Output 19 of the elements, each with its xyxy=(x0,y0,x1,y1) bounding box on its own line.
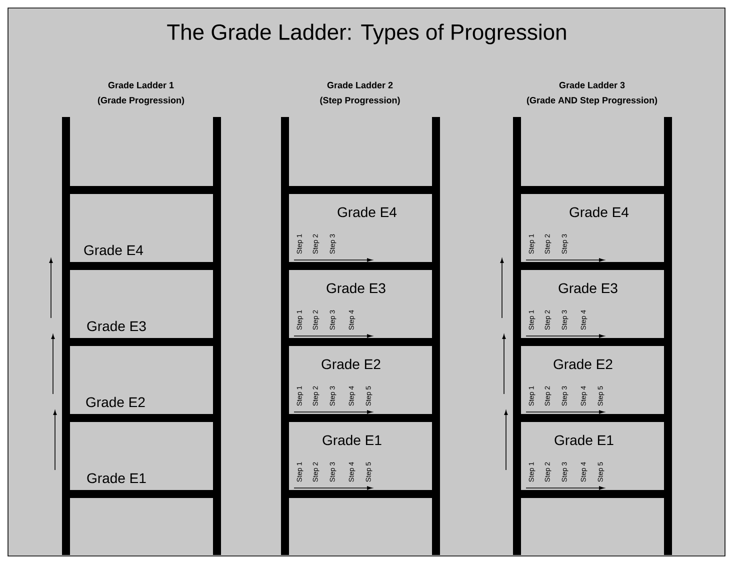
ladder-heading: (Grade AND Step Progression) xyxy=(526,96,658,106)
grade-label: Grade E3 xyxy=(326,282,386,294)
ladder-heading: Grade Ladder 1 xyxy=(108,82,174,88)
grade-label: Grade E1 xyxy=(322,434,382,446)
grade-label: Grade E1 xyxy=(87,472,146,484)
grade-label: Grade E1 xyxy=(554,434,614,446)
ladder-heading: (Grade Progression) xyxy=(98,96,184,106)
grade-label: Grade E3 xyxy=(87,320,146,332)
ladder-heading: Grade Ladder 3 xyxy=(559,82,625,88)
grade-label: Grade E4 xyxy=(84,244,144,256)
title: The Grade Ladder: Types of Progression xyxy=(167,24,566,44)
grade-label: Grade E4 xyxy=(338,206,397,218)
ladder-heading: (Step Progression) xyxy=(320,96,400,106)
grade-label: Grade E2 xyxy=(322,358,380,370)
grade-label: Grade E4 xyxy=(570,206,629,218)
grade-label: Grade E3 xyxy=(558,282,618,294)
grade-label: Grade E2 xyxy=(86,396,145,408)
grade-label: Grade E2 xyxy=(554,358,612,370)
ladder-heading: Grade Ladder 2 xyxy=(327,82,393,88)
